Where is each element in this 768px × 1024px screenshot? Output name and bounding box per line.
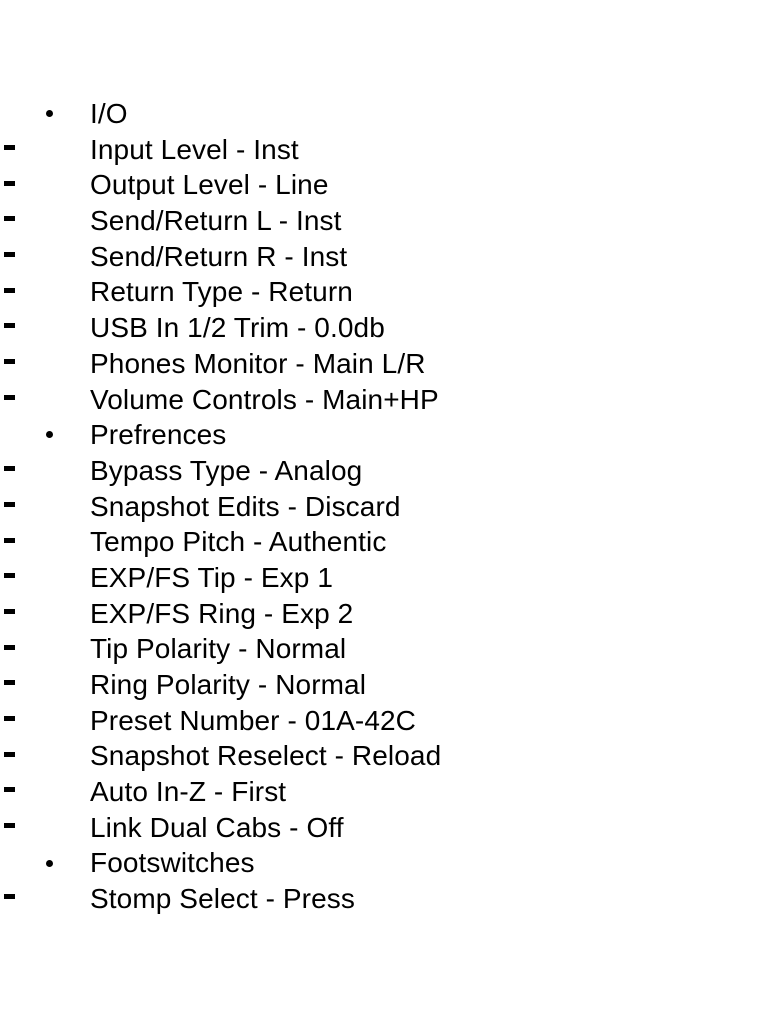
dash-icon (4, 667, 22, 703)
bullet-glyph (46, 859, 53, 867)
outline-heading-item: I/O (0, 96, 768, 132)
dash-glyph (4, 894, 15, 900)
dash-icon (4, 738, 22, 774)
dash-glyph (4, 751, 15, 757)
bullet-icon (46, 845, 58, 881)
outline-sub-item: Snapshot Reselect - Reload (0, 738, 768, 774)
outline-sub-item: Input Level - Inst (0, 132, 768, 168)
dash-glyph (4, 573, 15, 579)
outline-sub-label: Preset Number - 01A-42C (90, 704, 416, 736)
bullet-glyph (46, 431, 53, 439)
dash-glyph (4, 823, 15, 829)
outline-sub-item: Volume Controls - Main+HP (0, 382, 768, 418)
outline-sub-label: Link Dual Cabs - Off (90, 811, 344, 843)
outline-sub-item: Link Dual Cabs - Off (0, 810, 768, 846)
dash-glyph (4, 252, 15, 258)
dash-glyph (4, 394, 15, 400)
outline-sub-label: Auto In-Z - First (90, 776, 287, 808)
outline-sub-item: Stomp Select - Press (0, 881, 768, 917)
outline-heading-label: Footswitches (90, 847, 255, 879)
dash-glyph (4, 501, 15, 507)
dash-glyph (4, 359, 15, 365)
dash-icon (4, 453, 22, 489)
outline-heading-item: Prefrences (0, 417, 768, 453)
outline-heading-item: Footswitches (0, 845, 768, 881)
outline-sub-label: Send/Return L - Inst (90, 205, 342, 237)
outline-sub-label: Ring Polarity - Normal (90, 669, 367, 700)
dash-icon (4, 239, 22, 275)
outline-sub-label: Tempo Pitch - Authentic (90, 526, 387, 558)
outline-sub-label: Output Level - Line (90, 169, 329, 201)
dash-icon (4, 489, 22, 525)
dash-icon (4, 596, 22, 632)
outline-sub-item: USB In 1/2 Trim - 0.0db (0, 310, 768, 346)
dash-icon (4, 631, 22, 667)
dash-glyph (4, 466, 15, 472)
outline-sub-label: USB In 1/2 Trim - 0.0db (90, 312, 385, 344)
outline-sub-label: Snapshot Edits - Discard (90, 490, 401, 522)
outline-sub-label: Phones Monitor - Main L/R (90, 347, 426, 379)
outline-sub-item: Preset Number - 01A-42C (0, 703, 768, 739)
dash-icon (4, 524, 22, 560)
dash-icon (4, 703, 22, 739)
outline-sub-item: Send/Return R - Inst (0, 239, 768, 275)
dash-glyph (4, 680, 15, 686)
outline-sub-label: Snapshot Reselect - Reload (90, 740, 442, 772)
dash-glyph (4, 644, 15, 650)
dash-icon (4, 132, 22, 168)
outline-sub-item: EXP/FS Tip - Exp 1 (0, 560, 768, 596)
outline-sub-label: Send/Return R - Inst (90, 240, 348, 272)
dash-icon (4, 310, 22, 346)
outline-heading-label: Prefrences (90, 419, 227, 451)
outline-sub-label: Return Type - Return (90, 276, 353, 308)
dash-icon (4, 203, 22, 239)
outline-sub-item: Tempo Pitch - Authentic (0, 524, 768, 560)
outline-sub-label: Bypass Type - Analog (90, 454, 363, 486)
dash-icon (4, 167, 22, 203)
dash-glyph (4, 144, 15, 150)
outline-sub-item: Phones Monitor - Main L/R (0, 346, 768, 382)
dash-glyph (4, 787, 15, 793)
dash-glyph (4, 287, 15, 293)
outline-sub-item: Auto In-Z - First (0, 774, 768, 810)
bullet-glyph (46, 110, 53, 118)
dash-glyph (4, 715, 15, 721)
outline-sub-label: Tip Polarity - Normal (90, 633, 347, 665)
bullet-icon (46, 417, 58, 453)
outline-sub-label: EXP/FS Ring - Exp 2 (90, 597, 354, 629)
dash-glyph (4, 180, 15, 186)
dash-icon (4, 346, 22, 382)
dash-icon (4, 881, 22, 917)
dash-glyph (4, 608, 15, 614)
outline-sub-label: Input Level - Inst (90, 133, 299, 165)
outline-sub-item: Send/Return L - Inst (0, 203, 768, 239)
dash-icon (4, 382, 22, 418)
dash-glyph (4, 216, 15, 222)
outline-sub-item: EXP/FS Ring - Exp 2 (0, 596, 768, 632)
dash-icon (4, 810, 22, 846)
outline-sub-label: EXP/FS Tip - Exp 1 (90, 561, 333, 593)
dash-icon (4, 560, 22, 596)
dash-glyph (4, 537, 15, 543)
outline-heading-label: I/O (90, 98, 128, 129)
outline-sub-label: Stomp Select - Press (90, 883, 355, 915)
dash-glyph (4, 323, 15, 329)
outline-sub-item: Ring Polarity - Normal (0, 667, 768, 703)
outline-sub-item: Bypass Type - Analog (0, 453, 768, 489)
outline-sub-item: Output Level - Line (0, 167, 768, 203)
dash-icon (4, 274, 22, 310)
outline-sub-item: Tip Polarity - Normal (0, 631, 768, 667)
outline-sub-item: Snapshot Edits - Discard (0, 489, 768, 525)
bullet-icon (46, 96, 58, 132)
outline-sub-label: Volume Controls - Main+HP (90, 383, 439, 415)
dash-icon (4, 774, 22, 810)
outline-sub-item: Return Type - Return (0, 274, 768, 310)
